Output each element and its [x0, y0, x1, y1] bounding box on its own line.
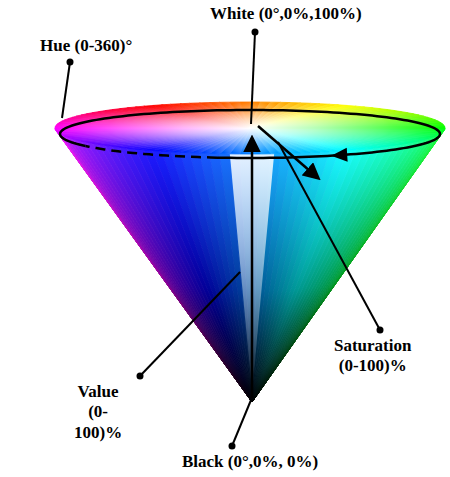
- leader-line: [251, 32, 255, 124]
- hue-wedge: [250, 128, 310, 153]
- cone-side-slice: [252, 140, 424, 402]
- cone-side-slice: [252, 139, 428, 402]
- cone-side-slice: [252, 132, 443, 402]
- axis-label: White (0°,0%,100%): [208, 4, 364, 24]
- cone-marks: [60, 29, 440, 450]
- hue-wedge: [219, 102, 250, 128]
- hue-wedge: [190, 103, 250, 128]
- hue-wedge: [240, 102, 250, 128]
- cone-side-slice: [252, 137, 432, 402]
- hue-wedge: [209, 102, 250, 128]
- hue-wedge: [200, 103, 250, 128]
- axis-label: Value (0-100)%: [72, 382, 124, 443]
- cone-side-slice: [252, 128, 445, 402]
- cone-side-slice: [252, 142, 414, 402]
- hue-ring-dashed: [85, 146, 217, 158]
- leader-line: [62, 62, 70, 118]
- hue-wedge: [250, 127, 445, 128]
- leader-dot: [252, 29, 259, 36]
- leader-dot: [377, 327, 384, 334]
- hue-wedge: [55, 128, 250, 131]
- cone-side-slice: [55, 128, 252, 402]
- cone-side-slice: [252, 133, 441, 402]
- leader-dot: [229, 443, 236, 450]
- leader-line: [278, 142, 380, 330]
- axis-label: Black (0°,0%, 0%): [180, 452, 320, 472]
- axis-label: Hue (0-360)°: [38, 36, 134, 56]
- hue-wedge: [250, 125, 445, 128]
- cone-side-slice: [252, 136, 435, 402]
- leader-dot: [67, 59, 74, 66]
- axis-label: Saturation (0-100)%: [332, 336, 413, 377]
- hue-arrowhead: [331, 148, 348, 163]
- leader-line: [140, 272, 240, 376]
- leader-line: [232, 400, 251, 446]
- cone-side-slice: [252, 129, 445, 402]
- hue-ring: [60, 110, 440, 158]
- value-arrow: [251, 138, 254, 398]
- saturation-arrow: [258, 126, 318, 178]
- cone-body: [55, 102, 445, 402]
- cone-side-slice: [252, 135, 438, 402]
- cone-side-slice: [252, 131, 444, 402]
- hue-wedge: [230, 102, 250, 128]
- leader-dot: [137, 373, 144, 380]
- cone-side-slice: [252, 141, 419, 402]
